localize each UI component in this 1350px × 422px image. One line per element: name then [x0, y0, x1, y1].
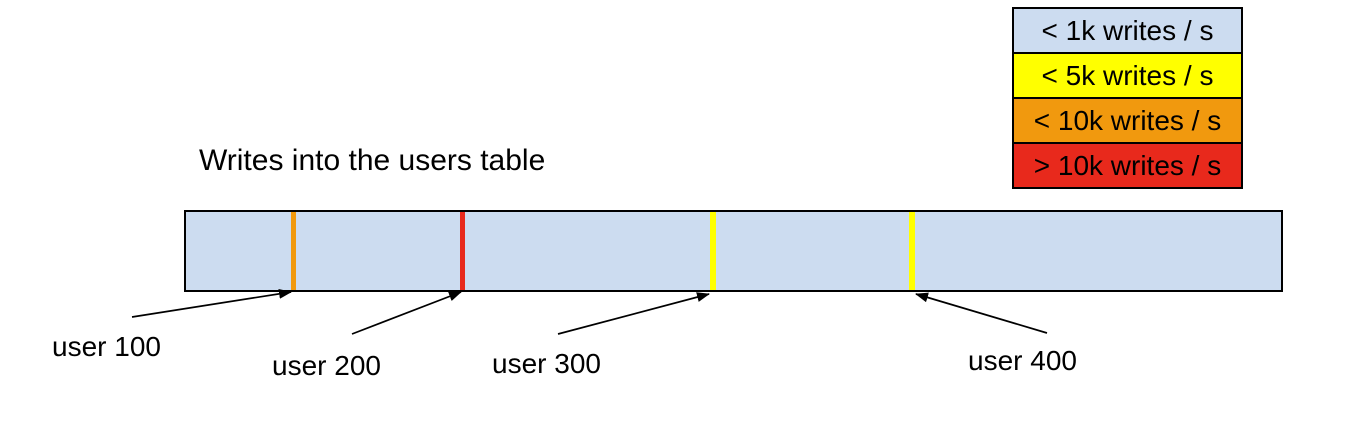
legend-item-label: > 10k writes / s — [1033, 149, 1222, 181]
user-200-label: user 200 — [272, 350, 381, 381]
arrow-user-200 — [351, 291, 462, 335]
diagram-title: Writes into the users table — [199, 144, 546, 177]
legend-item-lt-5k: < 5k writes / s — [1012, 52, 1243, 99]
arrow-user-300 — [557, 292, 710, 335]
legend-item-lt-10k: < 10k writes / s — [1012, 97, 1243, 144]
user-400-label: user 400 — [968, 345, 1077, 376]
write-marker-user-200 — [460, 212, 465, 290]
write-marker-user-400 — [909, 212, 915, 290]
write-marker-user-100 — [291, 212, 296, 290]
legend-item-label: < 1k writes / s — [1041, 14, 1214, 46]
arrow-user-100 — [131, 288, 292, 318]
write-marker-user-300 — [710, 212, 716, 290]
legend: < 1k writes / s < 5k writes / s < 10k wr… — [1012, 7, 1243, 189]
legend-item-gt-10k: > 10k writes / s — [1012, 142, 1243, 189]
legend-item-label: < 5k writes / s — [1041, 59, 1214, 91]
legend-item-lt-1k: < 1k writes / s — [1012, 7, 1243, 54]
arrow-user-400 — [915, 292, 1048, 334]
user-100-label: user 100 — [52, 331, 161, 362]
legend-item-label: < 10k writes / s — [1033, 104, 1222, 136]
user-300-label: user 300 — [492, 348, 601, 379]
users-table-bar — [184, 210, 1283, 292]
